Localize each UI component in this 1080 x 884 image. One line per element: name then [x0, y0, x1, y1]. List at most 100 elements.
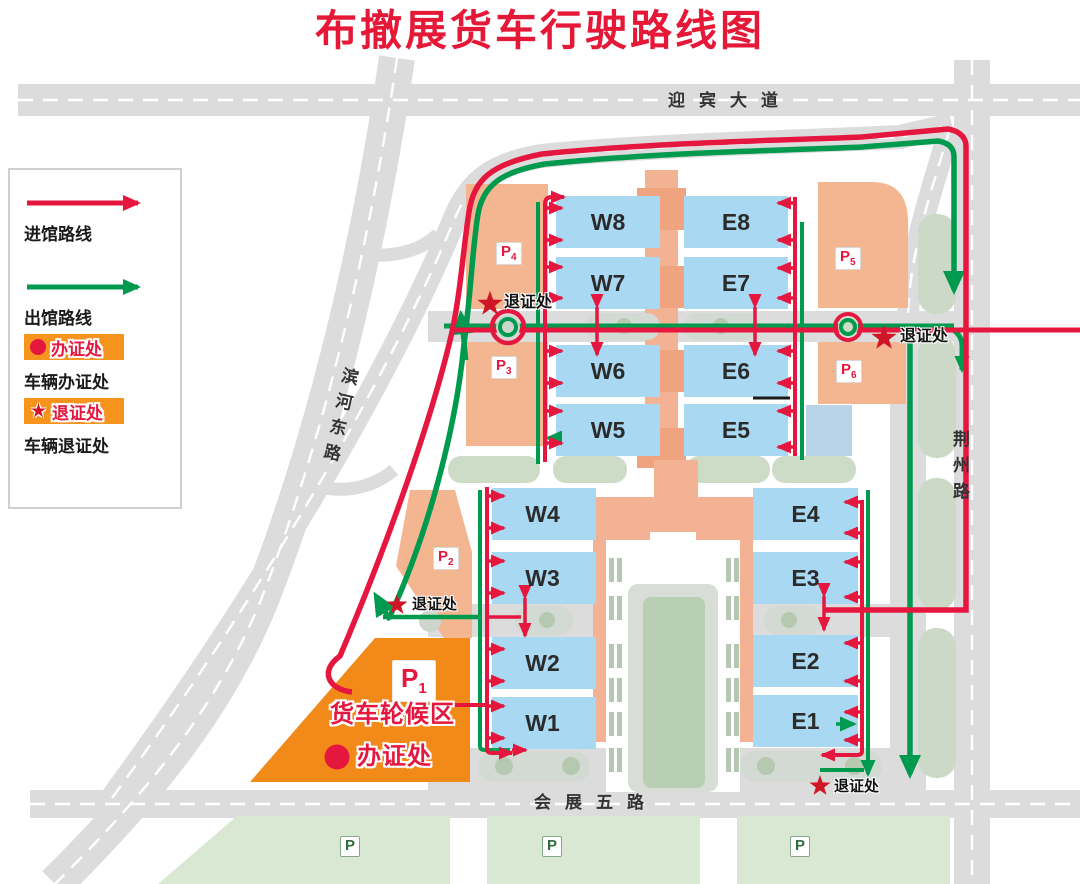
hall-e3-shape [753, 552, 858, 604]
parking-p5-label: P5 [835, 247, 861, 270]
hall-w2-shape [492, 637, 596, 689]
roundabout-west [489, 308, 527, 346]
comb-east-upper [776, 196, 795, 454]
legend-permit-caption: 车辆办证处 [24, 373, 109, 392]
hall-w7-label: W7 [590, 269, 626, 296]
legend-return-caption: 车辆退证处 [24, 437, 109, 456]
hall-w4-shape [492, 488, 596, 540]
building-neck [654, 460, 698, 502]
hall-e4-shape [753, 488, 858, 540]
hall-e2-label: E2 [791, 647, 820, 674]
hall-e8-shape [684, 196, 788, 248]
hall-e2-shape [753, 635, 858, 687]
legend-permit-badge: 办证处 [24, 334, 124, 360]
return-station-label-southwest: 退证处 [412, 596, 458, 613]
legend: 进馆路线 出馆路线 办证处 车辆办证处 ★ 退证处 车辆退证处 [8, 168, 182, 509]
halls-layer [492, 196, 858, 749]
exit-main-line [387, 138, 965, 618]
parking-p3-label: P3 [491, 356, 517, 379]
ramp-lower [304, 464, 399, 496]
east-green-pills [918, 214, 956, 778]
road-label-south: 会展五路 [534, 793, 658, 812]
hall-w1-shape [492, 697, 596, 749]
parking-p1-label: P1 [392, 660, 436, 702]
parking-p6-area [818, 342, 906, 404]
junction-double-arrows [518, 294, 831, 638]
hall-w3-label: W3 [525, 564, 560, 591]
comb-west-lower [487, 489, 506, 745]
legend-return-badge: ★ 退证处 [24, 398, 124, 424]
enter-west-lower-spine [485, 487, 514, 760]
legend-exit-label: 出馆路线 [24, 309, 92, 328]
exit-west-lower-line [478, 490, 510, 752]
hall-e8-label: E8 [721, 208, 751, 235]
enter-main-line [325, 126, 969, 695]
roundabouts [489, 308, 863, 346]
mini-roundabout [419, 610, 441, 632]
green-strips [448, 456, 856, 483]
hall-e6-label: E6 [721, 357, 751, 384]
ramp-upper [350, 229, 443, 262]
hall-w6-label: W6 [590, 357, 626, 384]
comb-west-upper [545, 201, 564, 450]
return-star-icon: ★ [30, 400, 48, 422]
hall-e7-shape [684, 257, 788, 309]
legend-permit-badge-label: 办证处 [51, 339, 102, 359]
road-label-east: 荆州路 [950, 430, 969, 508]
south-parking-lots [158, 816, 950, 884]
permit-dot-icon [30, 339, 46, 355]
truck-waiting-area-label: 货车轮候区 [330, 701, 455, 728]
blue-annex-block [806, 405, 852, 456]
enter-east-lower-spine [820, 500, 864, 762]
exit-route-green [373, 138, 970, 779]
hall-e6-shape [684, 345, 788, 397]
parking-p2-label: P2 [433, 547, 459, 570]
hall-w8-label: W8 [590, 208, 626, 235]
comb-east-lower [843, 495, 862, 747]
building-notch [650, 532, 696, 542]
exit-route-arrow-icon [27, 279, 141, 295]
building-columns [609, 558, 739, 772]
south-lot-p-label-2: P [542, 836, 563, 857]
building-left-wing [593, 540, 606, 742]
hall-e1-label: E1 [791, 707, 820, 734]
hall-e5-label: E5 [721, 416, 751, 443]
hall-e4-label: E4 [791, 500, 820, 527]
enter-route-arrow-icon [27, 195, 141, 211]
legend-return-badge-label: 退证处 [52, 403, 104, 423]
hall-w1-label: W1 [525, 709, 560, 736]
exit-elbow-jingzhou [943, 323, 970, 373]
hall-e3-label: E3 [791, 564, 820, 591]
return-station-label-west: 退证处 [504, 294, 553, 311]
hall-w2-label: W2 [525, 649, 560, 676]
exit-arrow-up-curve [452, 310, 475, 361]
hall-w4-label: W4 [525, 500, 560, 527]
parking-p6-label: P6 [836, 360, 862, 383]
point-markers [324, 290, 897, 795]
south-lot-p-label-1: P [340, 836, 361, 857]
hall-w5-shape [556, 404, 660, 456]
hall-w7-shape [556, 257, 660, 309]
permit-office-dot-icon [324, 744, 350, 770]
enter-west-upper-spine [543, 190, 566, 462]
hall-w8-shape [556, 196, 660, 248]
parking-p5-area [818, 182, 908, 308]
roundabout-east [833, 312, 863, 342]
permit-office-label: 办证处 [357, 743, 432, 770]
return-station-label-east: 退证处 [900, 328, 949, 345]
hall-w5-label: W5 [590, 416, 626, 443]
courtyard-green [643, 597, 705, 788]
south-lot-p-label-3: P [790, 836, 811, 857]
hall-e7-label: E7 [721, 269, 751, 296]
building-right-wing [740, 540, 753, 742]
hall-w3-shape [492, 552, 596, 604]
hall-w6-shape [556, 345, 660, 397]
return-station-label-south: 退证处 [834, 778, 880, 795]
road-label-north: 迎宾大道 [668, 91, 792, 110]
areas-layer [158, 182, 956, 884]
parking-p4-label: P4 [496, 242, 522, 265]
legend-enter-label: 进馆路线 [24, 225, 92, 244]
page-title: 布撤展货车行驶路线图 [314, 7, 765, 54]
